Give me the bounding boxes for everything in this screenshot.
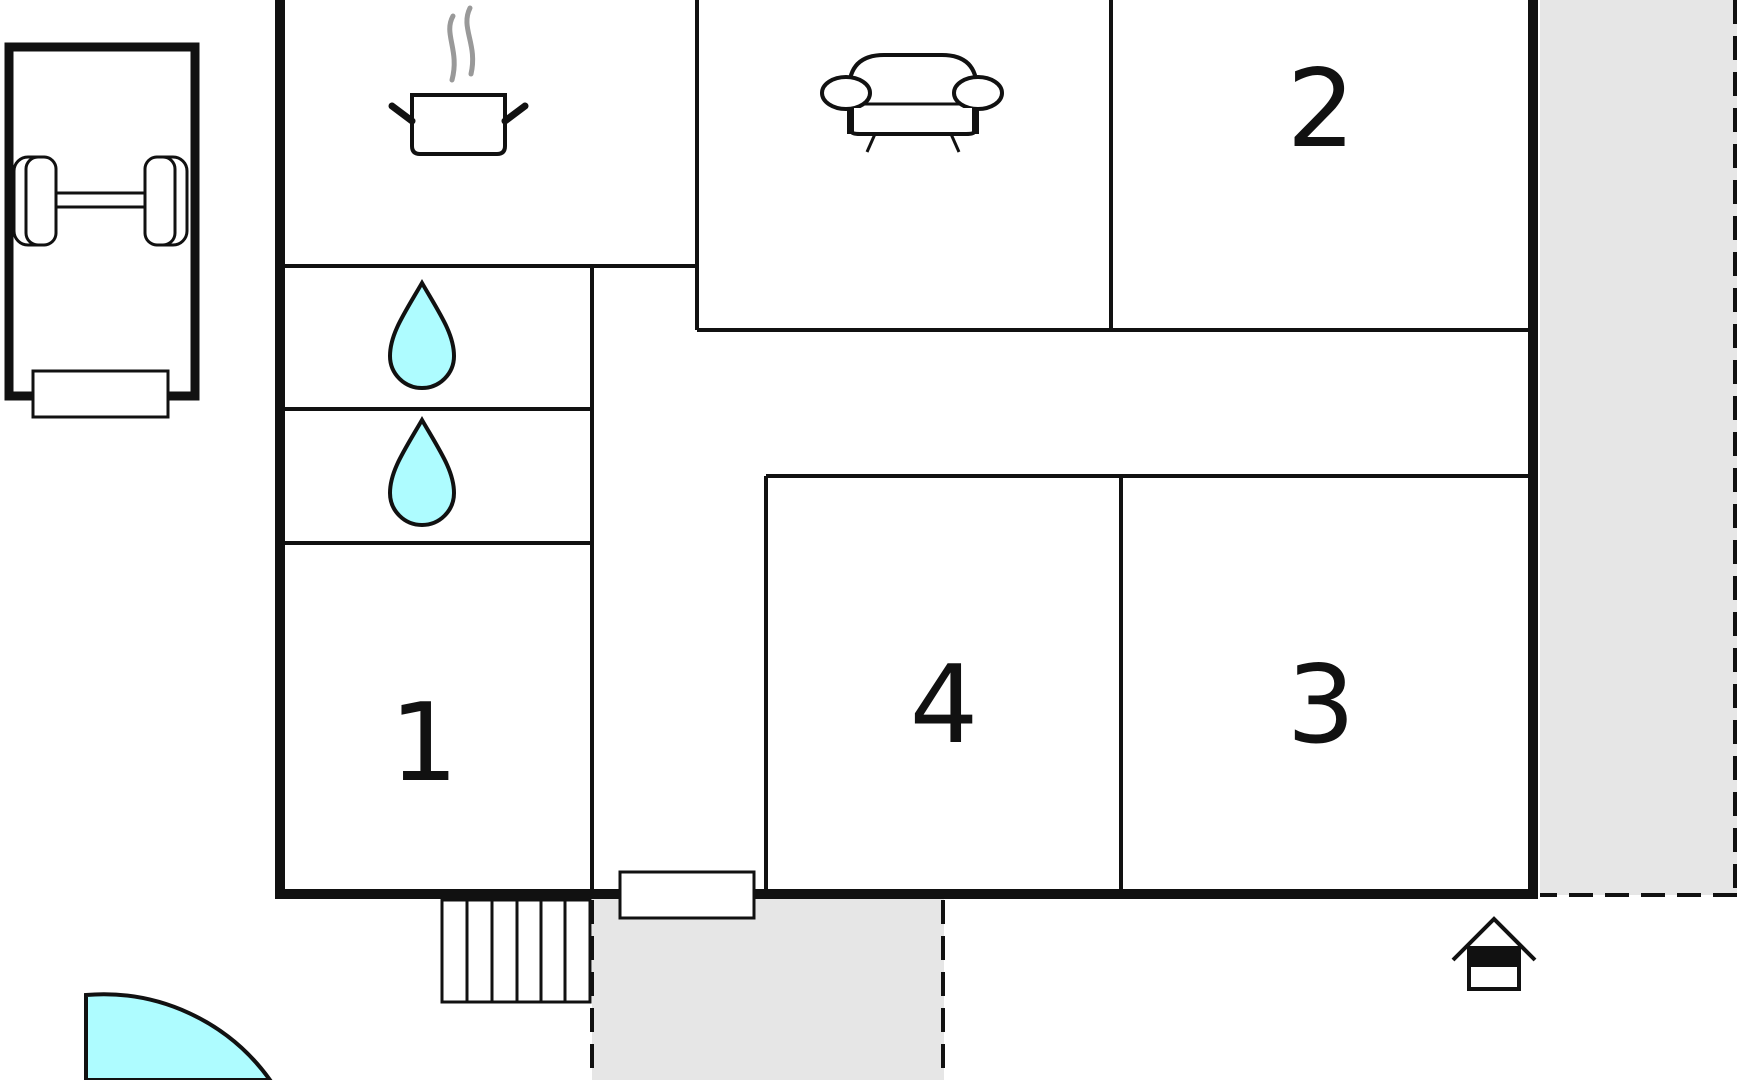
carport-door: [31, 369, 170, 419]
living-room: [820, 53, 1004, 153]
bathroom-2: [387, 416, 457, 527]
car-icon: [12, 155, 189, 247]
terrace-bottom: [590, 896, 945, 1080]
pool: [84, 992, 273, 1080]
bedroom-1-label: 1: [390, 681, 459, 806]
water-drop-icon: [387, 416, 457, 527]
water-drop-icon: [387, 279, 457, 390]
bedroom-2-label: 2: [1287, 47, 1356, 172]
terrace-right: [1540, 0, 1737, 897]
bedroom-3-label: 3: [1287, 643, 1356, 768]
steps: [440, 898, 592, 1004]
front-door: [618, 870, 756, 920]
carport: [4, 42, 200, 419]
bedroom-4-label: 4: [910, 643, 979, 768]
kitchen: [388, 5, 529, 156]
bathroom-1: [387, 279, 457, 390]
house-entrance-icon: [1451, 916, 1537, 991]
cooking-pot-icon: [388, 5, 529, 156]
sofa-icon: [820, 53, 1004, 153]
house-walls: [275, 0, 1538, 899]
